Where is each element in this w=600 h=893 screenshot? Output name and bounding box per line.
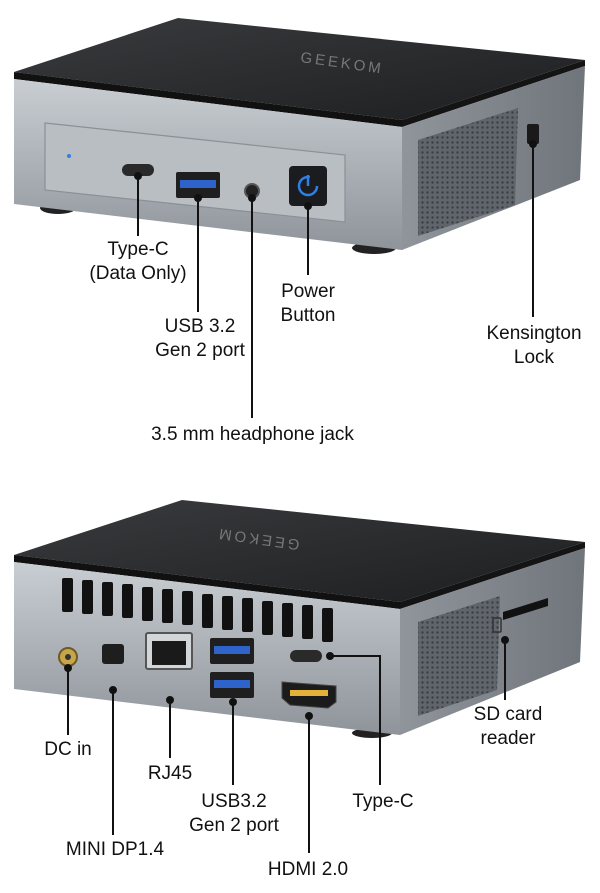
leader-usb-dot — [194, 194, 202, 202]
label-dc-in-text: DC in — [44, 739, 92, 760]
sd-card-icon — [492, 617, 502, 633]
label-rear-typec-text: Type-C — [352, 791, 414, 812]
rj45-socket — [152, 641, 186, 665]
rear-usb-tongue-bottom — [214, 680, 250, 688]
label-kensington-line1: Kensington — [486, 323, 582, 344]
label-hdmi-text: HDMI 2.0 — [267, 859, 349, 880]
rear-device: GEEKOM — [14, 500, 585, 738]
kensington-slot — [527, 124, 539, 144]
label-front-usb-line2: Gen 2 port — [155, 340, 245, 361]
rear-typec-port — [290, 650, 322, 662]
label-mini-dp-text: MINI DP1.4 — [65, 839, 165, 860]
dc-in-pin — [65, 654, 71, 660]
front-lid-edge-side — [402, 60, 585, 127]
leader-dc-in-dot — [64, 664, 72, 672]
leader-rear-usb-dot — [229, 698, 237, 706]
label-power-button: Power Button — [268, 280, 348, 328]
label-dc-in: DC in — [28, 738, 108, 762]
front-usb-tongue — [180, 180, 216, 188]
label-rj45-text: RJ45 — [147, 763, 193, 784]
leader-mini-dp-dot — [109, 686, 117, 694]
front-device: GEEKOM — [14, 18, 585, 254]
label-front-usb-line1: USB 3.2 — [164, 316, 236, 337]
rear-leader-lines — [64, 636, 509, 853]
label-power-line1: Power — [281, 281, 335, 302]
rear-top-lid — [14, 500, 585, 602]
label-power-line2: Button — [280, 305, 336, 326]
label-rear-usb-line2: Gen 2 port — [189, 815, 279, 836]
rear-lid-edge-side — [400, 542, 585, 609]
label-hdmi: HDMI 2.0 — [258, 858, 358, 882]
label-kensington-line2: Lock — [513, 347, 555, 368]
label-headphone-jack-text: 3.5 mm headphone jack — [151, 424, 354, 445]
leader-hdmi-dot — [305, 712, 313, 720]
leader-rear-typec — [330, 655, 381, 785]
leader-rear-typec-dot — [326, 652, 334, 660]
hdmi-contacts — [290, 690, 328, 696]
leader-headphone-dot — [248, 194, 256, 202]
front-top-lid — [14, 18, 585, 120]
sd-card-slot — [503, 598, 548, 620]
label-kensington-lock: Kensington Lock — [478, 322, 590, 370]
front-side-vent — [418, 108, 518, 236]
label-rear-typec: Type-C — [338, 790, 428, 814]
leader-sd-dot — [501, 636, 509, 644]
label-front-typec-line2: (Data Only) — [89, 263, 187, 284]
label-sd-line1: SD card — [473, 704, 543, 725]
label-rear-usb-line1: USB3.2 — [201, 791, 267, 812]
rear-lid-edge — [14, 555, 400, 609]
rear-side-vent — [418, 596, 500, 716]
label-front-usb: USB 3.2 Gen 2 port — [140, 315, 260, 363]
leader-typec-dot — [134, 172, 142, 180]
label-sd-card-reader: SD card reader — [458, 703, 558, 751]
label-rear-usb: USB3.2 Gen 2 port — [178, 790, 290, 838]
status-led — [67, 154, 71, 158]
rear-usb-tongue-top — [214, 646, 250, 654]
label-sd-line2: reader — [480, 728, 536, 749]
label-front-typec: Type-C (Data Only) — [78, 238, 198, 286]
front-typec-port — [122, 164, 154, 176]
rear-vent-grille — [62, 578, 333, 642]
mini-dp-port — [102, 644, 124, 664]
leader-rj45-dot — [166, 696, 174, 704]
leader-kensington-dot — [529, 140, 537, 148]
label-headphone-jack: 3.5 mm headphone jack — [130, 423, 375, 447]
label-front-typec-line1: Type-C — [107, 239, 169, 260]
label-mini-dp: MINI DP1.4 — [55, 838, 175, 862]
leader-power-dot — [304, 202, 312, 210]
front-leader-lines — [134, 140, 537, 418]
front-lid-edge — [14, 72, 402, 127]
label-rj45: RJ45 — [135, 762, 205, 786]
